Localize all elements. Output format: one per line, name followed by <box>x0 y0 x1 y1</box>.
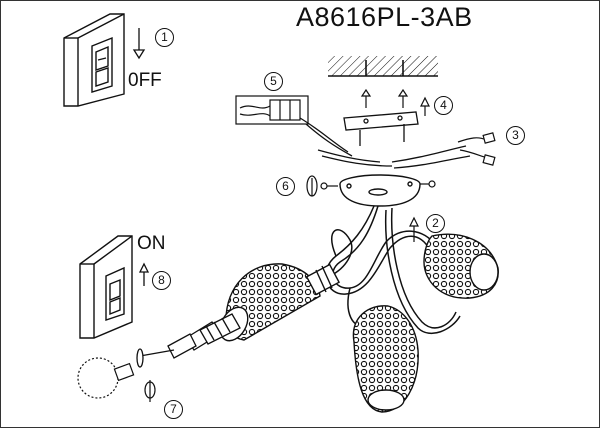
switch-off-label: 0FF <box>128 70 162 91</box>
step-8-marker: 8 <box>152 271 171 290</box>
ceiling-anchors <box>360 88 430 116</box>
arrow-down-icon <box>132 28 146 60</box>
model-number: A8616PL-3AB <box>296 2 473 32</box>
step-6-marker: 6 <box>276 177 295 196</box>
canopy <box>339 174 421 207</box>
wire-connectors <box>457 132 496 166</box>
ceiling <box>328 56 438 77</box>
step-4-marker: 4 <box>434 96 453 115</box>
wall-switch-off <box>63 13 125 107</box>
supply-wires <box>299 117 471 169</box>
switch-on-label: ON <box>137 233 166 254</box>
arrow-pointer-icon <box>144 380 156 402</box>
finial-washer <box>306 175 318 197</box>
lamp-arms <box>325 205 461 334</box>
step-3-marker: 3 <box>506 126 525 145</box>
terminal-block <box>235 95 309 125</box>
glass-shade-right <box>423 233 499 299</box>
wall-switch-on <box>79 235 133 339</box>
glass-shade-bottom <box>352 305 419 413</box>
step-5-marker: 5 <box>264 72 283 91</box>
canopy-screws <box>320 180 436 190</box>
light-bulb <box>77 357 135 399</box>
step-1-marker: 1 <box>155 28 174 47</box>
arrow-up-icon <box>409 216 419 242</box>
lamp-socket <box>136 313 241 368</box>
glass-shade-left <box>219 263 341 342</box>
step-2-marker: 2 <box>426 214 445 233</box>
mounting-bracket <box>343 111 419 146</box>
arrow-up-icon <box>138 262 150 286</box>
step-7-marker: 7 <box>164 400 183 419</box>
